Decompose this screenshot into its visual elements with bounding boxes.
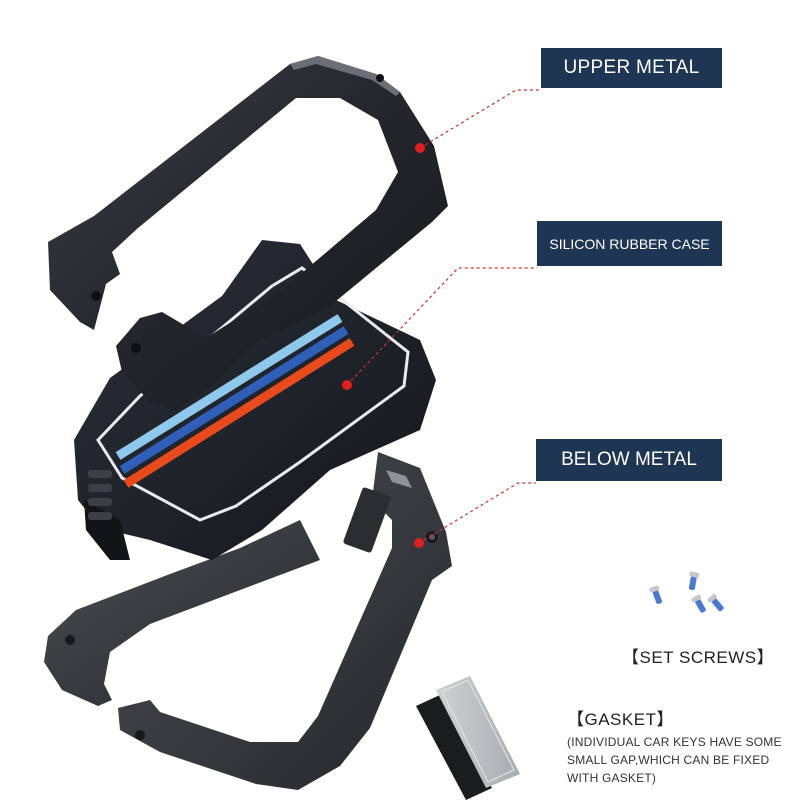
screw-4 [707,593,724,612]
below-metal-frame [44,452,452,790]
stripe-blue [119,326,349,474]
marker-below-metal [414,538,424,548]
caption-gasket: 【GASKET】 [567,710,674,729]
gasket-pads [416,676,520,800]
leader-lines [346,89,541,544]
marker-upper-metal [415,143,425,153]
silicon-rubber-case [74,240,436,560]
caption-gasket-note: (INDIVIDUAL CAR KEYS HAVE SOME SMALL GAP… [567,735,782,785]
set-screws [649,571,724,613]
leader-upper-metal [419,89,541,149]
leader-below-metal [418,482,536,544]
caption-set-screws: 【SET SCREWS】 [622,648,775,667]
stripe-light-blue [115,314,343,460]
marker-silicon-rubber [342,380,352,390]
screw-3 [691,594,706,613]
label-below-metal: BELOW METAL [536,439,722,481]
screw-2 [688,571,700,591]
label-silicon-rubber-case: SILICON RUBBER CASE [537,221,722,266]
label-upper-metal: UPPER METAL [541,48,722,88]
stripe-red [123,338,355,488]
upper-metal-frame [48,56,448,410]
screw-1 [649,585,662,604]
